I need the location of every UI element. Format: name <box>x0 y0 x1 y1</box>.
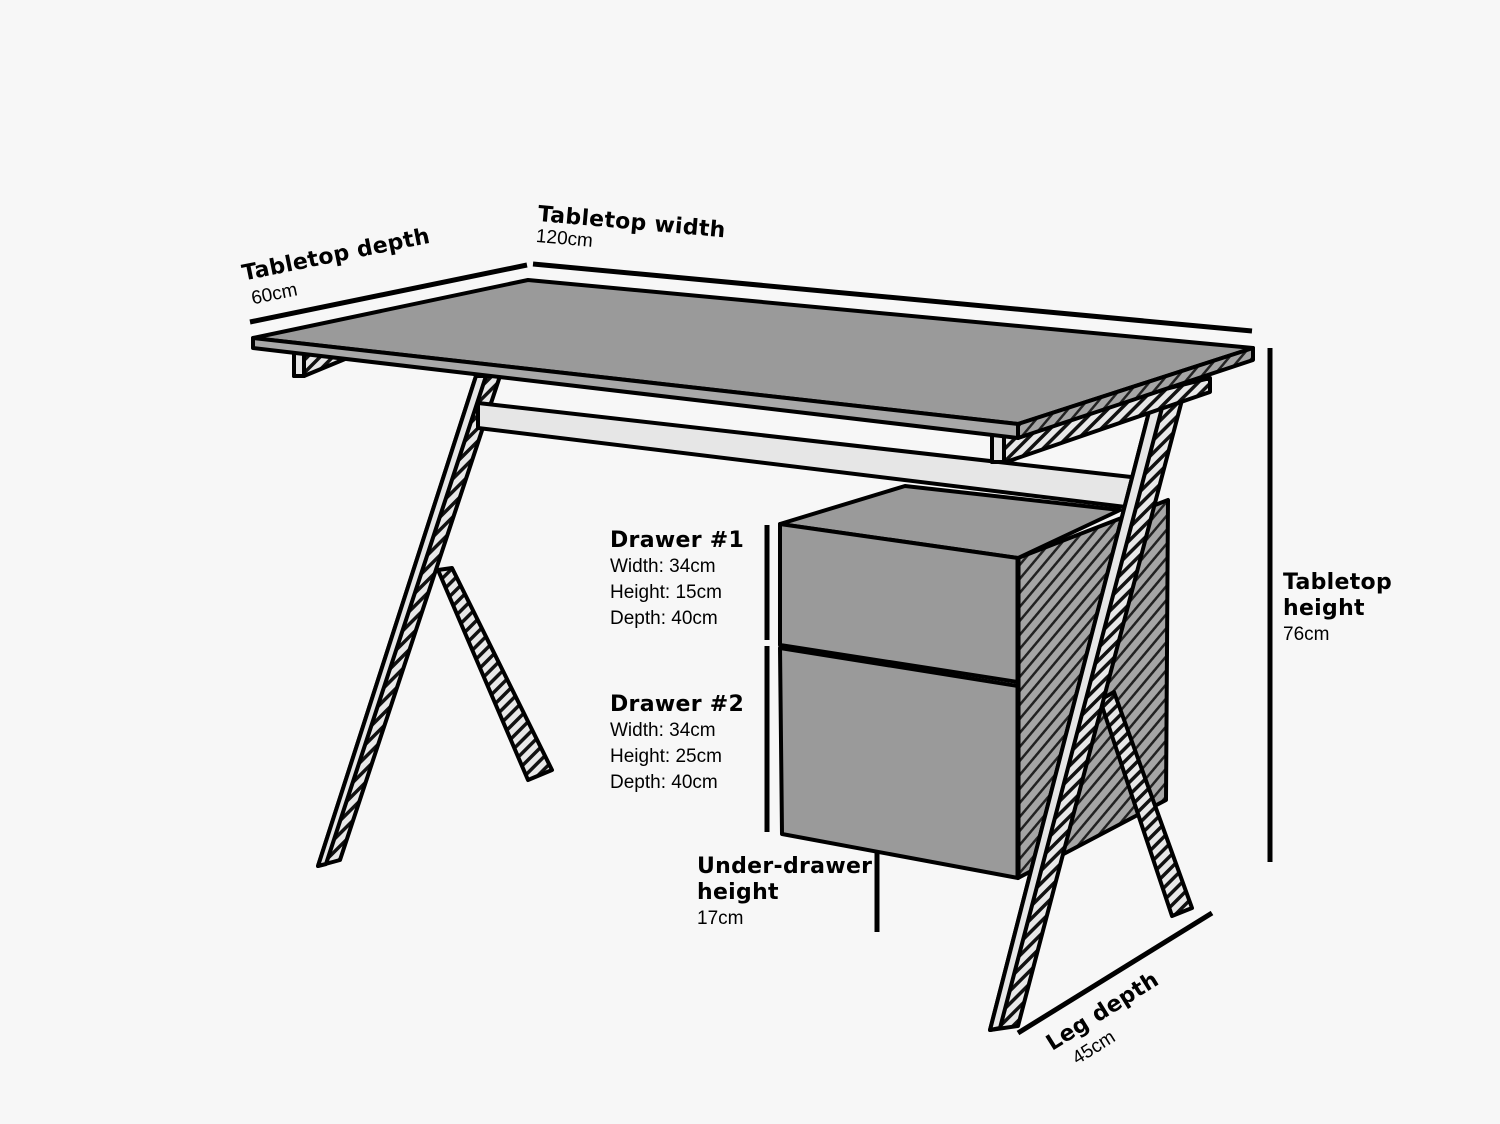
drawer2-title: Drawer #2 <box>610 692 745 717</box>
drawer2-height: Height: 25cm <box>610 746 722 767</box>
drawer2-front <box>778 646 1020 880</box>
leg-depth-dimension-line <box>1016 910 1214 1036</box>
right-leg-assembly <box>988 398 1194 1032</box>
dimension-lines <box>249 261 1273 1036</box>
under-drawer-label: Under-drawer height 17cm <box>697 854 872 932</box>
tabletop-height-title-1: Tabletop <box>1283 570 1393 595</box>
tabletop <box>251 278 1255 440</box>
drawer2-label: Drawer #2 Width: 34cm Height: 25cm Depth… <box>610 692 744 796</box>
left-leg-assembly <box>316 374 554 868</box>
width-dimension-line <box>532 261 1253 334</box>
drawer1-label: Drawer #1 Width: 34cm Height: 15cm Depth… <box>610 528 744 632</box>
under-drawer-title-2: height <box>697 880 779 905</box>
tabletop-height-title-2: height <box>1283 596 1365 621</box>
tabletop-height-label: Tabletop height 76cm <box>1283 570 1392 648</box>
under-drawer-title-1: Under-drawer <box>697 854 873 879</box>
tabletop-height-value: 76cm <box>1283 624 1330 645</box>
drawer1-title: Drawer #1 <box>610 528 745 553</box>
drawer2-width: Width: 34cm <box>610 720 716 741</box>
depth-dimension-line <box>249 262 528 325</box>
drawer1-width: Width: 34cm <box>610 556 716 577</box>
drawer1-height: Height: 15cm <box>610 582 722 603</box>
under-drawer-value: 17cm <box>697 908 744 929</box>
drawer1-depth: Depth: 40cm <box>610 608 718 629</box>
drawer2-depth: Depth: 40cm <box>610 772 718 793</box>
